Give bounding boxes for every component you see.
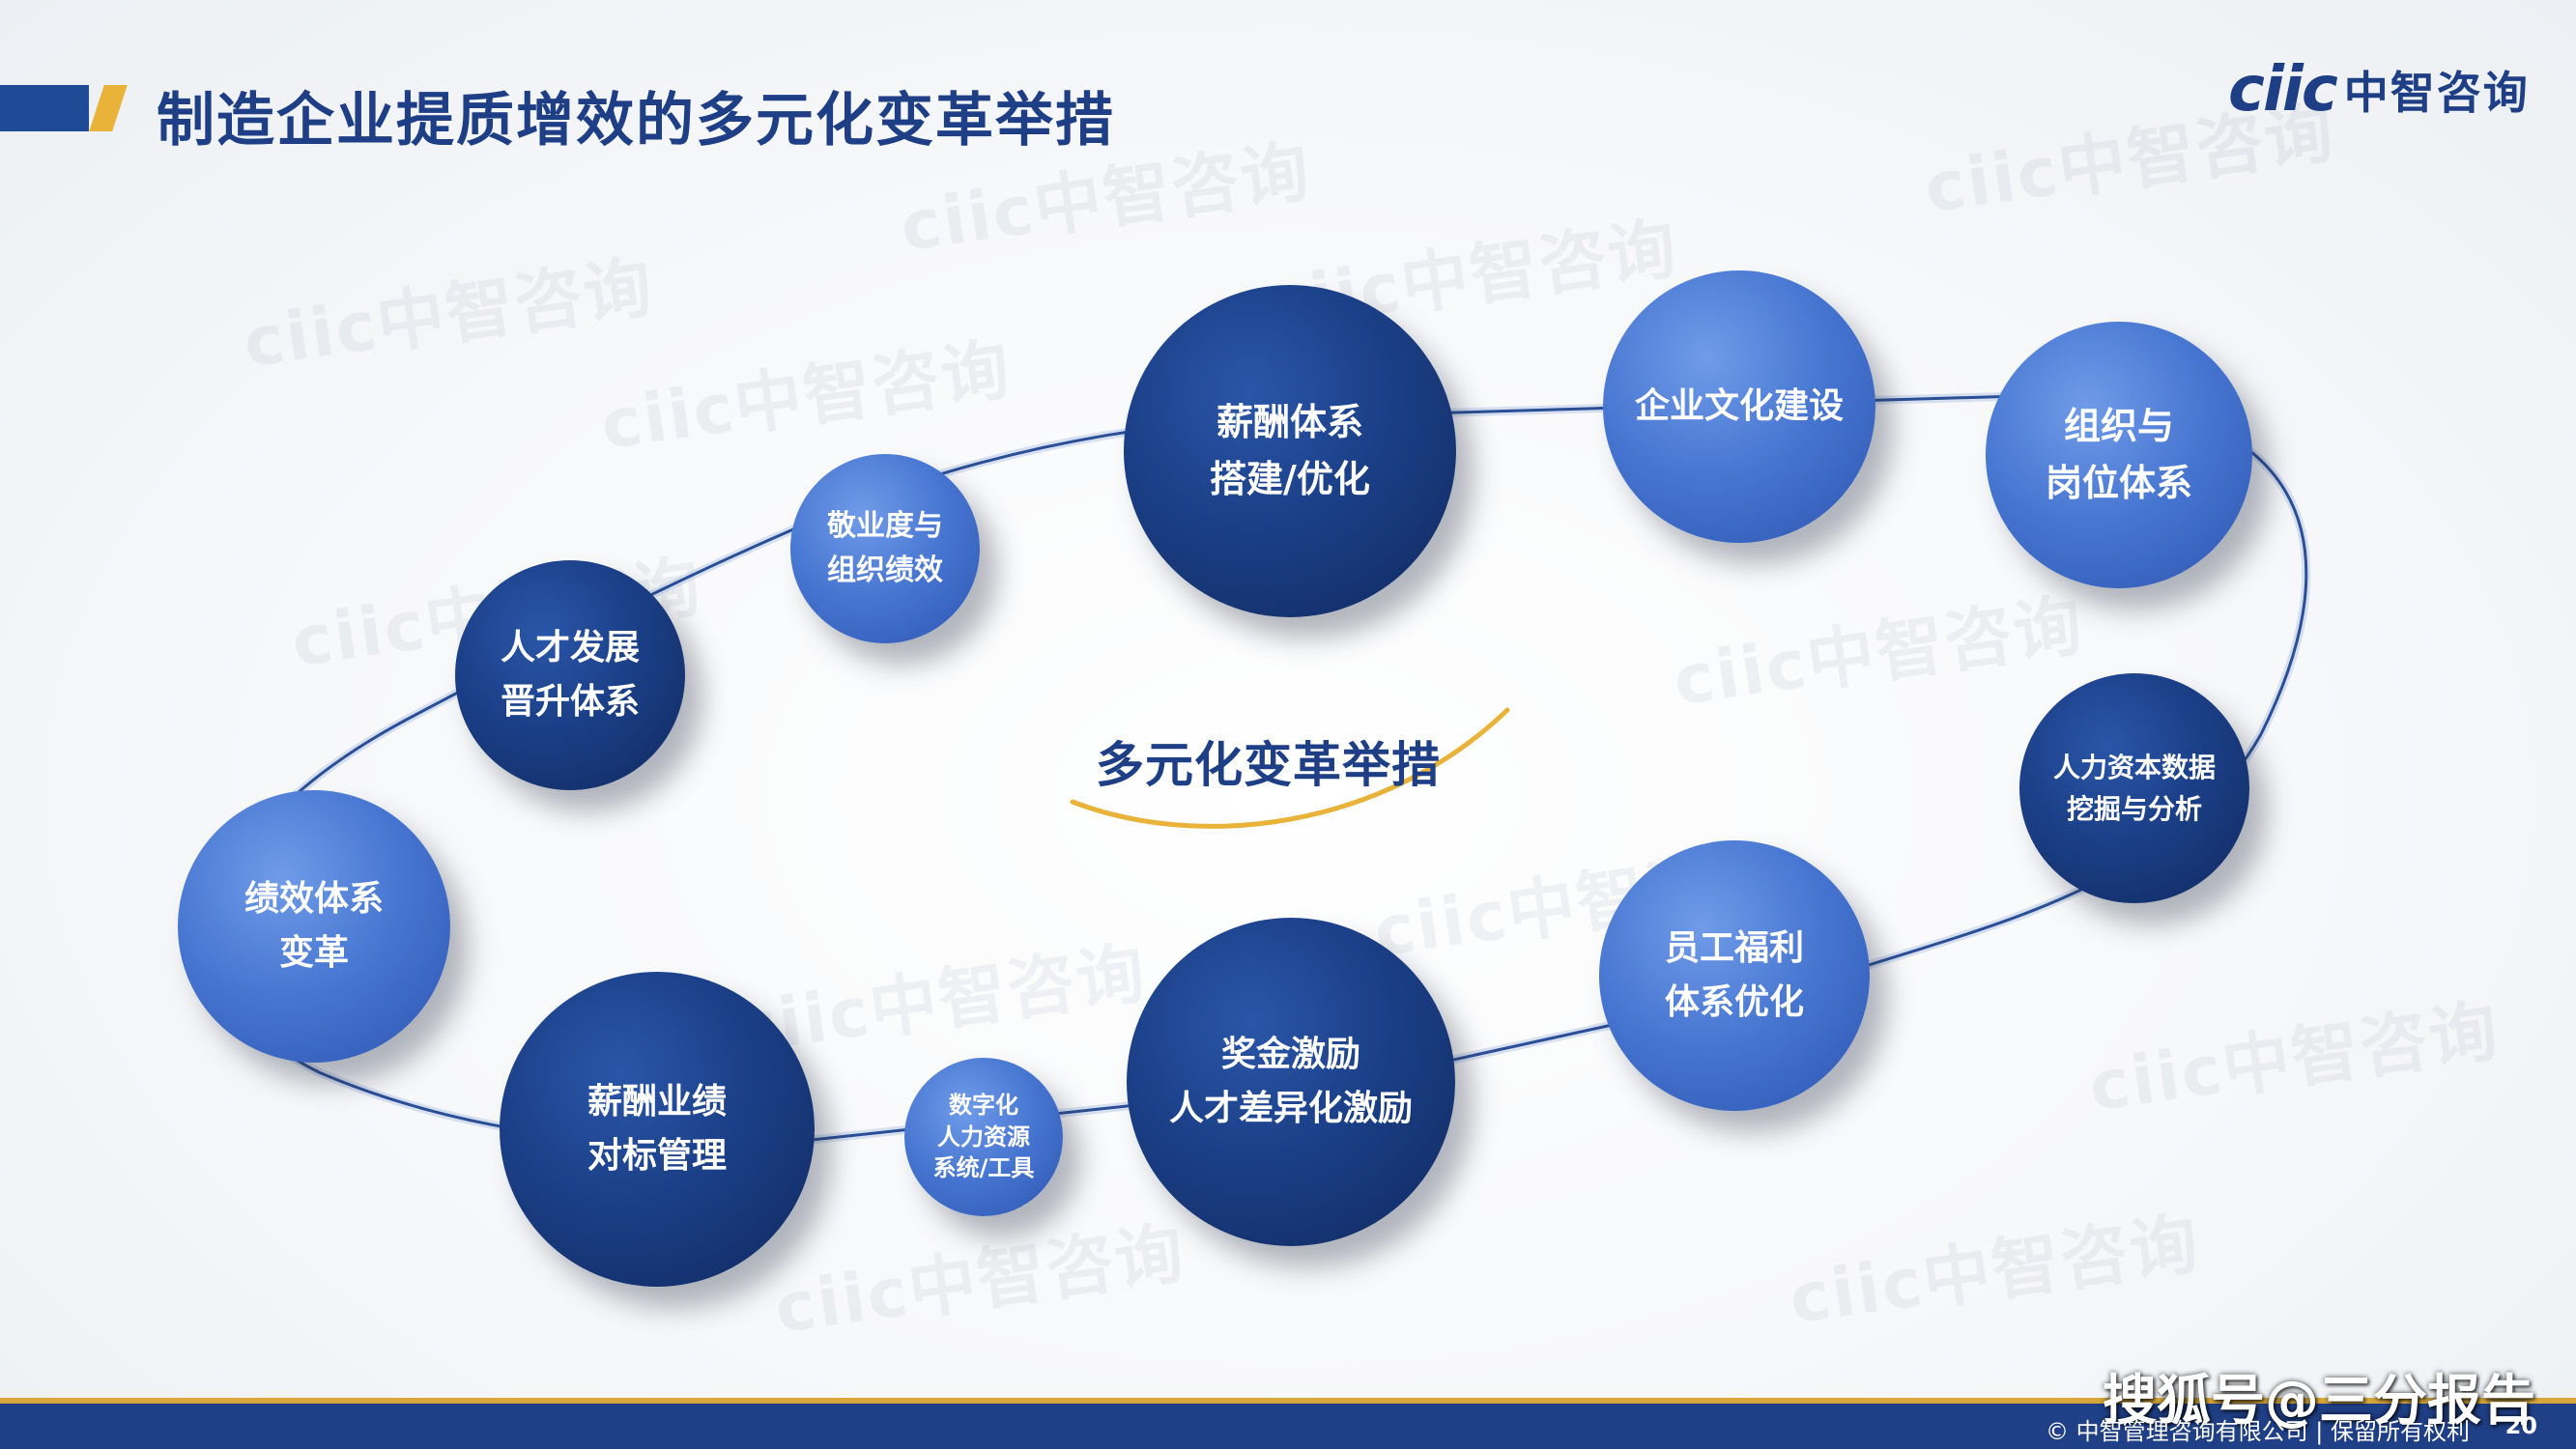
node-label: 员工福利 体系优化	[1664, 928, 1804, 1022]
node-label: 敬业度与 组织绩效	[827, 508, 943, 588]
center-swoosh-icon	[1070, 707, 1510, 829]
node-benefits: 员工福利 体系优化	[1599, 840, 1870, 1111]
node-label: 人力资本数据 挖掘与分析	[2052, 751, 2216, 825]
node-label: 绩效体系 变革	[243, 879, 384, 973]
logo-text: 中智咨询	[2343, 67, 2530, 119]
footer-copyright: © 中智管理咨询有限公司 | 保留所有权利	[2046, 1418, 2470, 1445]
center-label: 多元化变革举措	[1096, 737, 1441, 793]
node-engagement: 敬业度与 组织绩效	[790, 454, 980, 643]
node-corporate-culture: 企业文化建设	[1603, 270, 1875, 543]
page-title: 制造企业提质增效的多元化变革举措	[157, 87, 1115, 155]
overlay-watermark: 搜狐号@三分报告	[2103, 1370, 2535, 1433]
node-label: 薪酬业绩 对标管理	[587, 1082, 727, 1176]
title-accent-bar	[0, 85, 89, 131]
node-label: 数字化 人力资源 系统/工具	[932, 1092, 1035, 1182]
logo-mark: ciic	[2228, 54, 2338, 126]
footer-bar	[0, 1404, 2576, 1449]
node-label: 企业文化建设	[1634, 386, 1844, 427]
node-digital-hr: 数字化 人力资源 系统/工具	[904, 1058, 1063, 1216]
node-label: 组织与 岗位体系	[2045, 405, 2192, 504]
node-performance: 绩效体系 变革	[178, 790, 450, 1063]
node-label: 薪酬体系 搭建/优化	[1210, 401, 1370, 500]
node-label: 人才发展 晋升体系	[500, 628, 640, 722]
node-org-position: 组织与 岗位体系	[1986, 322, 2252, 588]
node-label: 奖金激励 人才差异化激励	[1168, 1035, 1413, 1128]
footer-gold-stripe	[0, 1398, 2576, 1404]
node-salary-system: 薪酬体系 搭建/优化	[1124, 285, 1456, 617]
node-benchmark: 薪酬业绩 对标管理	[500, 972, 815, 1287]
node-hr-analytics: 人力资本数据 挖掘与分析	[2019, 673, 2249, 903]
node-bonus: 奖金激励 人才差异化激励	[1127, 918, 1455, 1246]
page-number: 20	[2504, 1412, 2537, 1439]
company-logo: ciic 中智咨询	[2228, 54, 2530, 126]
node-talent-dev: 人才发展 晋升体系	[455, 560, 685, 790]
